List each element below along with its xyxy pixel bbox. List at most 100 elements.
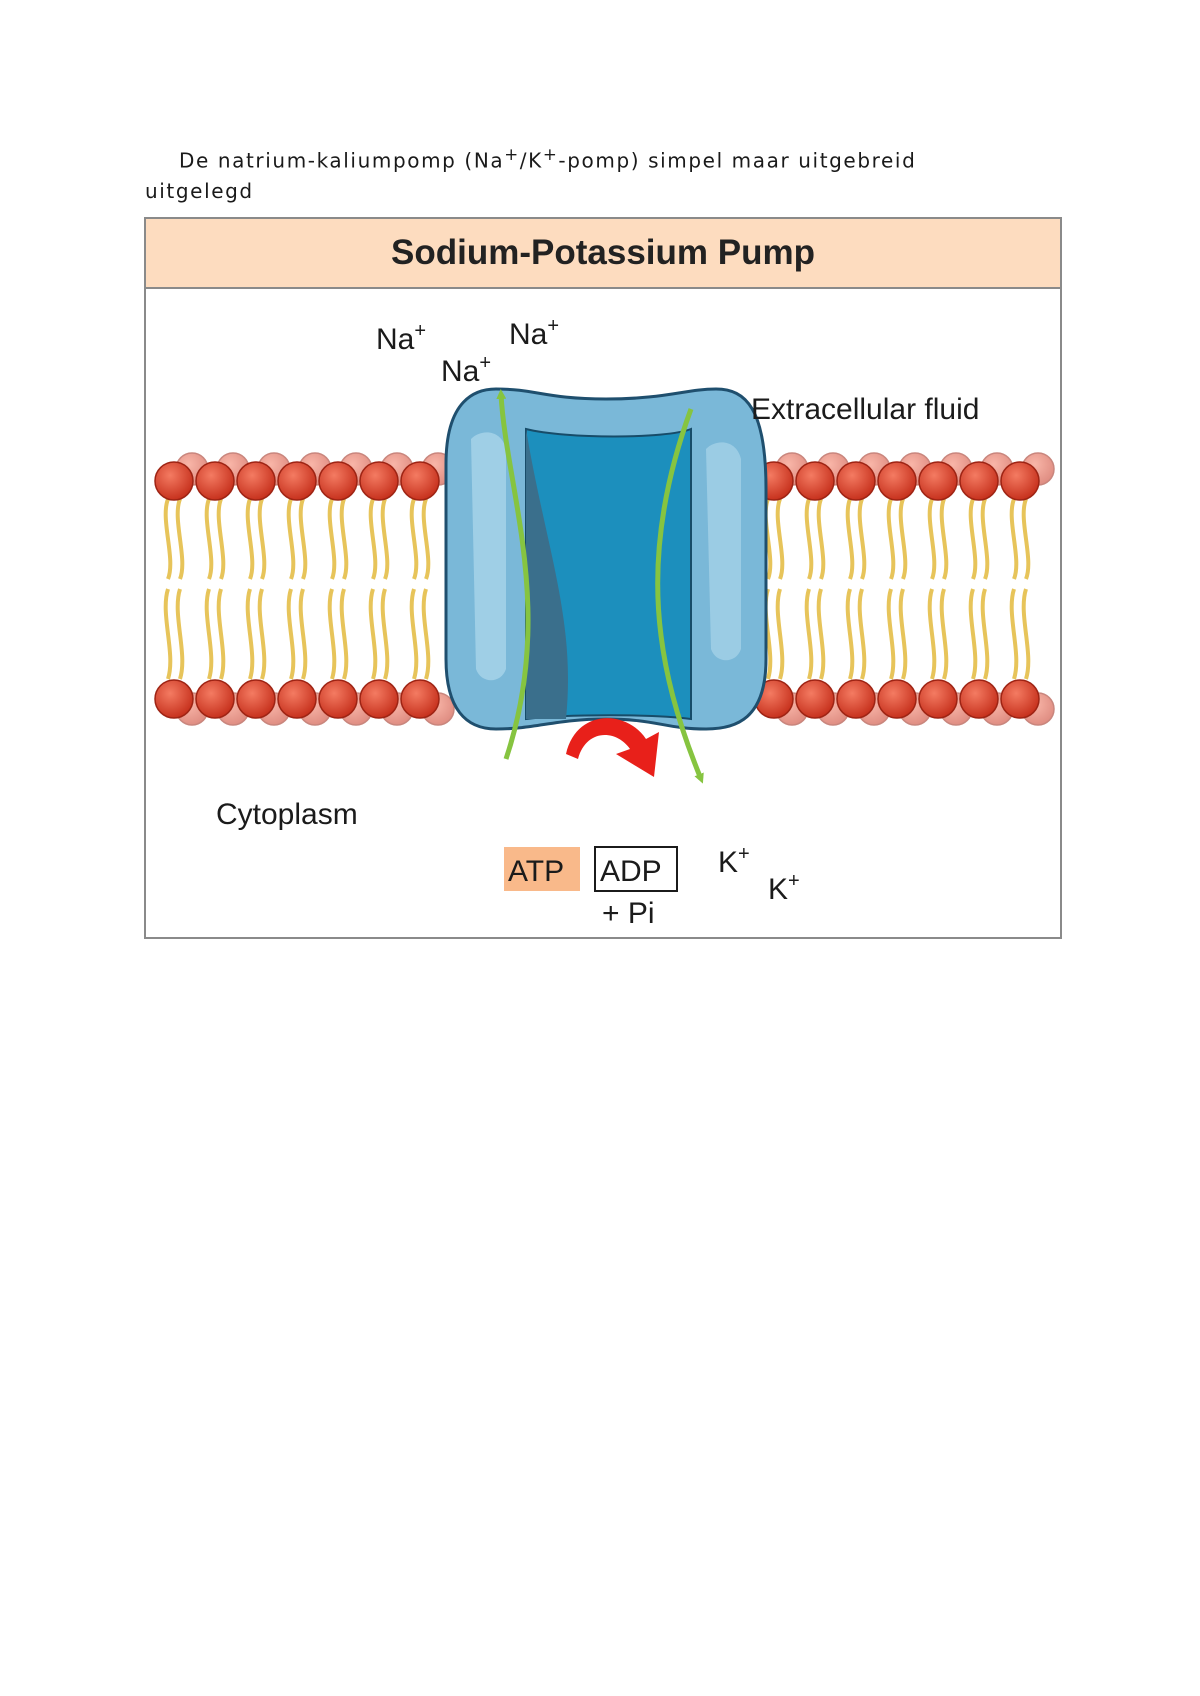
lipid-tail bbox=[409, 498, 419, 580]
lipid-tail bbox=[886, 498, 896, 580]
lipid-tail bbox=[939, 498, 949, 580]
heading-plus-potassium: + bbox=[542, 145, 559, 164]
phospholipid-head bbox=[318, 679, 358, 719]
lipid-tail bbox=[368, 588, 378, 680]
lipid-tail bbox=[380, 498, 390, 580]
lipid-tail bbox=[327, 588, 337, 680]
lipid-tail bbox=[898, 588, 908, 680]
phospholipid-head bbox=[277, 461, 317, 501]
figure-header: Sodium-Potassium Pump bbox=[146, 219, 1060, 289]
lipid-tail bbox=[368, 498, 378, 580]
phospholipid-head bbox=[359, 461, 399, 501]
heading-text-end: -pomp) simpel maar uitgebreid uitgelegd bbox=[145, 148, 917, 203]
lipid-tail bbox=[968, 588, 978, 680]
extracellular-fluid-label: Extracellular fluid bbox=[751, 393, 979, 426]
lipid-tail bbox=[257, 588, 267, 680]
lipid-tail bbox=[845, 588, 855, 680]
phosphate-label: + Pi bbox=[602, 897, 655, 930]
phospholipid-head bbox=[877, 679, 917, 719]
phospholipid-head bbox=[359, 679, 399, 719]
adp-label: ADP bbox=[600, 855, 662, 888]
figure-title: Sodium-Potassium Pump bbox=[391, 233, 815, 272]
phospholipid-head bbox=[195, 461, 235, 501]
lipid-tail bbox=[216, 588, 226, 680]
lipid-tail bbox=[968, 498, 978, 580]
lipid-tail bbox=[163, 588, 173, 680]
lipid-tail bbox=[175, 588, 185, 680]
heading-text-start: De natrium-kaliumpomp (Na bbox=[179, 148, 505, 173]
sodium-ion-label-3: Na+ bbox=[509, 315, 559, 351]
lipid-tail bbox=[175, 498, 185, 580]
lipid-tail bbox=[775, 498, 785, 580]
lipid-tail bbox=[857, 498, 867, 580]
lipid-tail bbox=[1009, 498, 1019, 580]
heading-plus-sodium: + bbox=[504, 145, 520, 164]
page-heading: De natrium-kaliumpomp (Na+/K+-pomp) simp… bbox=[145, 140, 995, 206]
lipid-tail bbox=[339, 588, 349, 680]
lipid-tail bbox=[980, 588, 990, 680]
lipid-tail bbox=[845, 498, 855, 580]
lipid-tail bbox=[421, 588, 431, 680]
phospholipid-head bbox=[918, 461, 958, 501]
sodium-ion-label-1: Na+ bbox=[376, 320, 426, 356]
lipid-tail bbox=[1021, 498, 1031, 580]
lipid-tail bbox=[804, 588, 814, 680]
lipid-tail bbox=[980, 498, 990, 580]
lipid-tail bbox=[927, 498, 937, 580]
lipid-tail bbox=[421, 498, 431, 580]
lipid-tail bbox=[339, 498, 349, 580]
adp-label-box bbox=[594, 846, 678, 892]
lipid-tail bbox=[286, 498, 296, 580]
phospholipid-head bbox=[400, 679, 440, 719]
phospholipid-head bbox=[918, 679, 958, 719]
lipid-tail bbox=[298, 588, 308, 680]
lipid-tail bbox=[245, 588, 255, 680]
membrane-diagram: Na+ Na+ Na+ Extracellular fluid Cytoplas… bbox=[154, 315, 1055, 930]
phospholipid-head bbox=[1000, 461, 1040, 501]
pump-protein bbox=[444, 387, 768, 731]
potassium-ion-label-2: K+ bbox=[768, 870, 800, 906]
lipid-tail bbox=[286, 588, 296, 680]
phospholipid-head bbox=[236, 461, 276, 501]
potassium-transport-arrow bbox=[655, 408, 704, 784]
lipid-tail bbox=[775, 588, 785, 680]
sodium-ion-label-2: Na+ bbox=[441, 352, 491, 388]
lipid-tail bbox=[898, 498, 908, 580]
lipid-tail bbox=[204, 588, 214, 680]
phospholipid-head bbox=[836, 679, 876, 719]
phospholipid-head bbox=[154, 461, 194, 501]
lipid-tail bbox=[257, 498, 267, 580]
sodium-potassium-pump-figure: Sodium-Potassium Pump bbox=[144, 217, 1062, 939]
lipid-tail bbox=[939, 588, 949, 680]
potassium-ion-label-1: K+ bbox=[718, 843, 750, 879]
phospholipid-head bbox=[1000, 679, 1040, 719]
atp-label-background bbox=[504, 847, 580, 891]
phospholipid-head bbox=[195, 679, 235, 719]
lipid-tail bbox=[886, 588, 896, 680]
lipid-tail bbox=[927, 588, 937, 680]
lipid-tail bbox=[409, 588, 419, 680]
phospholipid-head bbox=[154, 679, 194, 719]
phospholipid-head bbox=[959, 461, 999, 501]
lipid-tail bbox=[163, 498, 173, 580]
atp-hydrolysis-arrow bbox=[566, 718, 659, 777]
lipid-tail bbox=[204, 498, 214, 580]
lipid-tail bbox=[298, 498, 308, 580]
heading-text-mid: /K bbox=[519, 148, 543, 173]
cytoplasm-label: Cytoplasm bbox=[216, 798, 358, 831]
lipid-tail bbox=[804, 498, 814, 580]
phospholipid-head bbox=[836, 461, 876, 501]
lipid-tail bbox=[1009, 588, 1019, 680]
phospholipid-head bbox=[959, 679, 999, 719]
phospholipid-head bbox=[236, 679, 276, 719]
phospholipid-heads bbox=[154, 452, 1055, 726]
atp-label: ATP bbox=[508, 855, 564, 888]
lipid-tail bbox=[216, 498, 226, 580]
phospholipid-head bbox=[277, 679, 317, 719]
lipid-tail bbox=[816, 498, 826, 580]
lipid-tail bbox=[816, 588, 826, 680]
phospholipid-head bbox=[795, 461, 835, 501]
lipid-tail bbox=[857, 588, 867, 680]
phospholipid-head bbox=[877, 461, 917, 501]
phospholipid-head bbox=[400, 461, 440, 501]
